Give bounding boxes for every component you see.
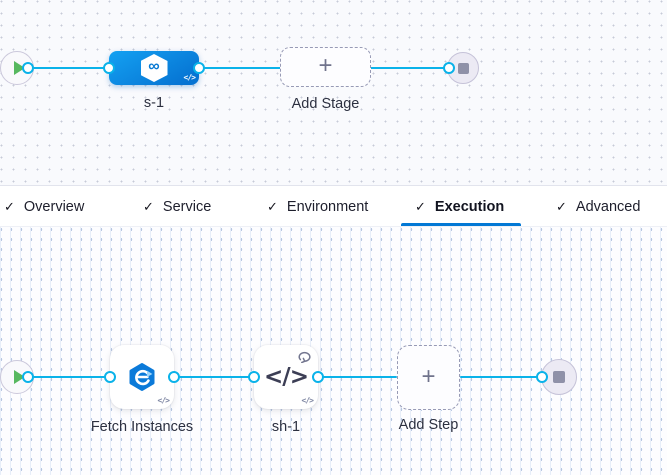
stage-label: s-1 <box>143 95 165 111</box>
add-step-button[interactable]: + <box>397 345 460 410</box>
add-stage-button[interactable]: + <box>280 47 371 87</box>
tab-service[interactable]: ✓ Service <box>143 186 211 227</box>
stage-node-s1[interactable]: ∞ </> <box>109 51 199 85</box>
tab-label: Execution <box>434 198 505 215</box>
stage-graph-canvas[interactable]: ∞ </> s-1 + Add Stage <box>0 0 667 186</box>
step-node-sh1[interactable]: </> </> <box>254 345 318 409</box>
stop-icon <box>553 371 565 383</box>
port <box>21 371 34 383</box>
fetch-instances-icon <box>129 363 155 391</box>
port <box>248 371 260 383</box>
check-icon: ✓ <box>4 198 15 214</box>
play-icon <box>13 370 25 384</box>
stage-hexagon-icon: ∞ <box>140 54 168 82</box>
edge <box>28 66 109 69</box>
code-badge-icon: </> <box>301 396 314 405</box>
add-step-label: Add Step <box>398 417 459 433</box>
check-icon: ✓ <box>143 198 154 214</box>
tab-execution[interactable]: ✓ Execution <box>415 186 504 227</box>
plus-icon: + <box>421 362 436 390</box>
step-node-fetch-instances[interactable]: </> <box>110 345 174 409</box>
tab-advanced[interactable]: ✓ Advanced <box>556 186 640 227</box>
port <box>193 62 205 74</box>
stage-config-tabbar: ✓ Overview ✓ Service ✓ Environment ✓ Exe… <box>0 186 667 227</box>
loop-strategy-icon <box>298 351 311 363</box>
edge <box>28 375 110 379</box>
port <box>104 371 116 383</box>
tab-label: Service <box>162 198 212 215</box>
port <box>312 371 324 383</box>
edge <box>174 375 254 379</box>
check-icon: ✓ <box>415 198 426 214</box>
stop-icon <box>457 62 469 74</box>
tab-label: Overview <box>23 198 85 215</box>
add-stage-label: Add Stage <box>291 96 360 112</box>
execution-graph-canvas[interactable]: </> Fetch Instances </> </> sh-1 + Add S… <box>0 227 667 475</box>
tab-environment[interactable]: ✓ Environment <box>267 186 368 227</box>
pipeline-start-node[interactable] <box>0 51 34 85</box>
edge <box>460 375 542 379</box>
port <box>536 371 548 383</box>
port <box>103 62 115 74</box>
check-icon: ✓ <box>267 198 278 214</box>
script-icon: </> <box>264 363 309 390</box>
port <box>21 62 34 74</box>
check-icon: ✓ <box>556 198 567 214</box>
tab-label: Advanced <box>575 198 641 215</box>
play-icon <box>13 61 25 75</box>
step-label: sh-1 <box>271 419 301 435</box>
tab-overview[interactable]: ✓ Overview <box>4 186 84 227</box>
port <box>168 371 180 383</box>
step-label: Fetch Instances <box>90 419 194 435</box>
port <box>443 62 455 74</box>
infinity-icon: ∞ <box>148 58 160 75</box>
plus-icon: + <box>318 52 333 79</box>
code-badge-icon: </> <box>157 396 170 405</box>
active-tab-underline <box>401 223 521 226</box>
edge <box>318 375 397 379</box>
tab-label: Environment <box>286 198 369 215</box>
code-badge-icon: </> <box>183 73 196 82</box>
